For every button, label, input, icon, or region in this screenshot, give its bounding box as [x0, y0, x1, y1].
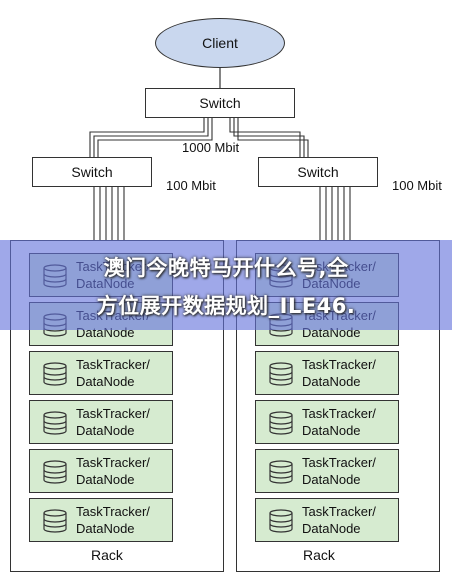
disk-icon [43, 362, 67, 386]
tasktracker-datanode: TaskTracker/DataNode [29, 449, 173, 493]
node-line-2: DataNode [302, 374, 361, 389]
rack-switch-right: Switch [258, 157, 378, 187]
tasktracker-datanode: TaskTracker/DataNode [255, 449, 399, 493]
disk-icon [43, 460, 67, 484]
tasktracker-datanode: TaskTracker/DataNode [29, 400, 173, 444]
node-line-1: TaskTracker/ [76, 455, 150, 470]
node-line-2: DataNode [76, 423, 135, 438]
node-line-2: DataNode [76, 472, 135, 487]
client-label: Client [202, 35, 238, 51]
node-line-2: DataNode [76, 374, 135, 389]
rack-label: Rack [303, 547, 335, 563]
rack-switch-label: Switch [71, 164, 113, 180]
node-line-2: DataNode [302, 423, 361, 438]
disk-icon [269, 460, 293, 484]
tasktracker-datanode: TaskTracker/DataNode [255, 351, 399, 395]
rack-label: Rack [91, 547, 123, 563]
node-line-1: TaskTracker/ [302, 455, 376, 470]
rack-link-label: 100 Mbit [166, 178, 216, 193]
core-link-label: 1000 Mbit [182, 140, 240, 155]
tasktracker-datanode: TaskTracker/DataNode [255, 400, 399, 444]
node-line-2: DataNode [76, 521, 135, 536]
tasktracker-datanode: TaskTracker/DataNode [255, 498, 399, 542]
node-line-2: DataNode [302, 472, 361, 487]
node-line-1: TaskTracker/ [76, 406, 150, 421]
overlay-line-1: 澳门今晚特马开什么号,全 [103, 256, 349, 280]
overlay-line-2: 方位展开数据规划_ILE46. [96, 294, 356, 318]
rack-link-label: 100 Mbit [392, 178, 442, 193]
node-line-1: TaskTracker/ [76, 504, 150, 519]
node-line-1: TaskTracker/ [302, 357, 376, 372]
client-node: Client [155, 18, 285, 68]
node-line-1: TaskTracker/ [302, 504, 376, 519]
node-line-1: TaskTracker/ [76, 357, 150, 372]
tasktracker-datanode: TaskTracker/DataNode [29, 498, 173, 542]
disk-icon [43, 509, 67, 533]
node-line-1: TaskTracker/ [302, 406, 376, 421]
rack-switch-label: Switch [297, 164, 339, 180]
core-switch: Switch [145, 88, 295, 118]
disk-icon [269, 411, 293, 435]
disk-icon [43, 411, 67, 435]
tasktracker-datanode: TaskTracker/DataNode [29, 351, 173, 395]
node-line-2: DataNode [302, 521, 361, 536]
disk-icon [269, 509, 293, 533]
overlay-banner: 澳门今晚特马开什么号,全 方位展开数据规划_ILE46. [0, 240, 452, 330]
core-switch-label: Switch [199, 95, 241, 111]
rack-switch-left: Switch [32, 157, 152, 187]
disk-icon [269, 362, 293, 386]
